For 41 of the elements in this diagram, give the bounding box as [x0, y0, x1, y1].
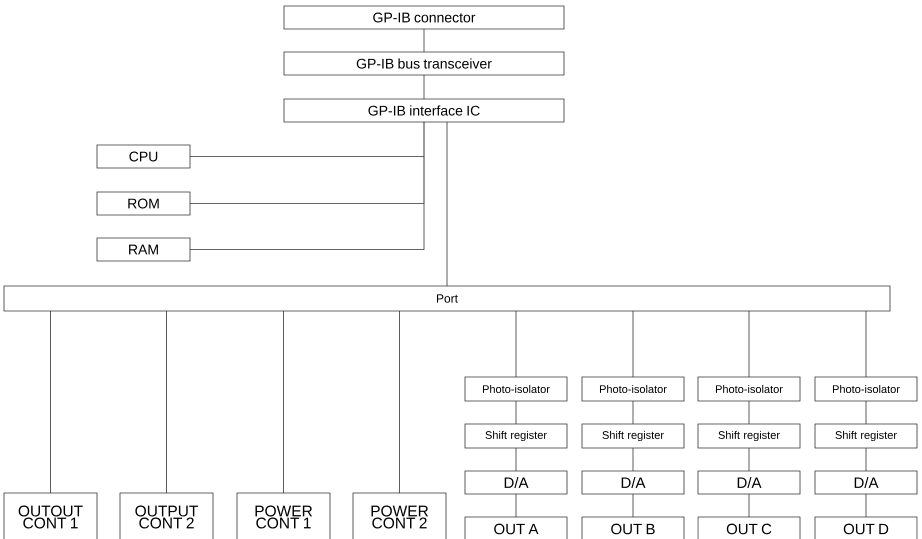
- block-box: OUT B: [582, 516, 684, 539]
- block-box: Shift register: [582, 424, 684, 448]
- block-box: GP-IB connector: [284, 6, 564, 30]
- connector-line: [166, 310, 167, 494]
- connector-line: [748, 310, 750, 378]
- block-box: Photo-isolator: [464, 376, 568, 402]
- connector-line: [399, 310, 400, 494]
- block-box: OUTOUT CONT 1: [4, 492, 98, 539]
- connector-line: [50, 310, 51, 494]
- connector-line: [446, 122, 448, 286]
- connector-line: [632, 400, 634, 424]
- block-box: D/A: [464, 470, 568, 494]
- block-box: POWER CONT 2: [352, 492, 446, 539]
- block-box: Port: [4, 286, 890, 312]
- connector-line: [190, 122, 424, 250]
- block-box: POWER CONT 1: [236, 492, 330, 539]
- block-box: Shift register: [698, 424, 800, 448]
- block-box: GP-IB bus transceiver: [284, 52, 564, 76]
- connector-line: [632, 310, 634, 378]
- connector-line: [748, 448, 750, 472]
- block-box: Photo-isolator: [698, 376, 800, 402]
- block-box: OUT D: [814, 516, 918, 539]
- connector-line: [748, 400, 750, 424]
- connector-line: [632, 494, 634, 518]
- block-box: OUT C: [698, 516, 800, 539]
- connector-line: [632, 448, 634, 472]
- block-box: ROM: [96, 192, 190, 216]
- block-box: D/A: [698, 470, 800, 494]
- block-box: CPU: [96, 144, 190, 168]
- block-box: D/A: [582, 470, 684, 494]
- block-box: GP-IB interface IC: [284, 98, 564, 122]
- block-box: Photo-isolator: [582, 376, 684, 402]
- connector-line: [748, 494, 750, 518]
- block-box: Photo-isolator: [814, 376, 918, 402]
- connector-line: [283, 310, 284, 494]
- block-box: Shift register: [814, 424, 918, 448]
- block-box: Shift register: [464, 424, 568, 448]
- block-box: OUT A: [464, 516, 568, 539]
- block-box: RAM: [96, 238, 190, 262]
- block-box: OUTPUT CONT 2: [120, 492, 214, 539]
- block-box: D/A: [814, 470, 918, 494]
